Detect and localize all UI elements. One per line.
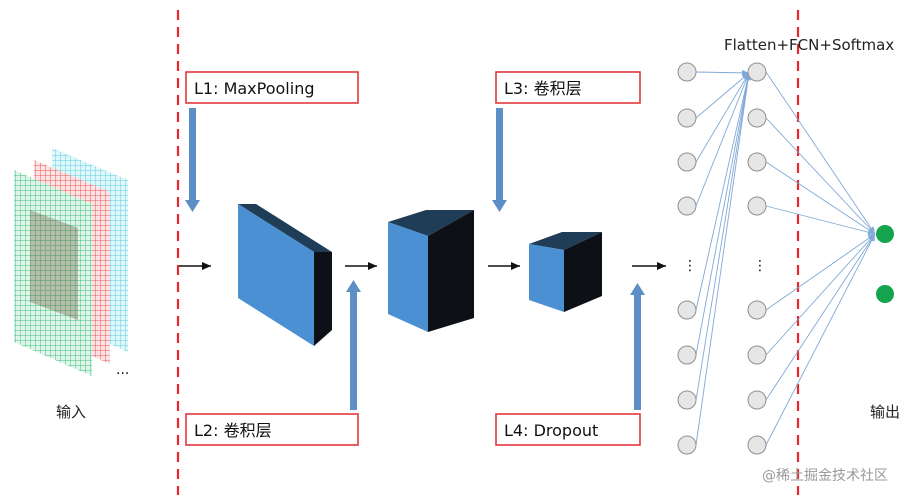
column-2-ellipsis: ⋮ (753, 258, 767, 274)
l3-label-box: L3: 卷积层 (495, 71, 641, 104)
fc-edge (695, 69, 750, 76)
flatten-node (677, 108, 697, 128)
arrow-l3-down (492, 108, 507, 212)
fc-edge (695, 72, 750, 119)
fully-connected-network (677, 62, 894, 455)
column-1-ellipsis: ⋮ (683, 258, 697, 274)
flatten-node (677, 152, 697, 172)
flatten-node (677, 300, 697, 320)
fc-edge (695, 72, 750, 163)
arrow-l4-up (630, 283, 645, 410)
svg-text:L1: MaxPooling: L1: MaxPooling (194, 79, 315, 98)
output-label: 输出 (870, 403, 900, 421)
arrow-l2-up (346, 280, 361, 410)
feature-block-3 (529, 232, 602, 312)
svg-text:L4: Dropout: L4: Dropout (504, 421, 598, 440)
fc-node (747, 108, 767, 128)
output-edge (765, 71, 876, 235)
output-node (876, 225, 894, 243)
fc-edge (695, 72, 751, 446)
fc-node (747, 62, 767, 82)
fc-edge (695, 72, 750, 207)
fc-node (747, 345, 767, 365)
input-more-ellipsis: ... (116, 362, 129, 378)
output-edge (765, 205, 876, 236)
fc-edge (695, 72, 751, 311)
flatten-node (677, 345, 697, 365)
fc-node (747, 435, 767, 455)
svg-text:L2: 卷积层: L2: 卷积层 (194, 421, 272, 440)
output-edge (765, 233, 876, 446)
fc-edge (695, 72, 751, 356)
output-edge (765, 233, 876, 401)
flatten-node (677, 435, 697, 455)
fc-node (747, 300, 767, 320)
flatten-node (677, 196, 697, 216)
output-edge (765, 117, 876, 235)
fc-node (747, 196, 767, 216)
feature-block-2 (388, 210, 474, 332)
output-node (876, 285, 894, 303)
flatten-node (677, 390, 697, 410)
input-label: 输入 (56, 403, 86, 421)
input-feature-maps: ... (14, 148, 129, 378)
flatten-node (677, 62, 697, 82)
arrow-l1-down (185, 108, 200, 212)
output-edge (765, 233, 876, 311)
svg-text:L3: 卷积层: L3: 卷积层 (504, 79, 582, 98)
fc-node (747, 152, 767, 172)
fc-edge (695, 72, 751, 401)
l4-label-box: L4: Dropout (495, 413, 641, 446)
fc-node (747, 390, 767, 410)
l2-label-box: L2: 卷积层 (185, 413, 359, 446)
l1-label-box: L1: MaxPooling (185, 71, 359, 104)
output-edge (765, 161, 876, 235)
fcn-title: Flatten+FCN+Softmax (724, 36, 894, 54)
output-edge (765, 233, 876, 356)
feature-block-1 (238, 204, 332, 346)
watermark: @稀土掘金技术社区 (762, 468, 888, 484)
